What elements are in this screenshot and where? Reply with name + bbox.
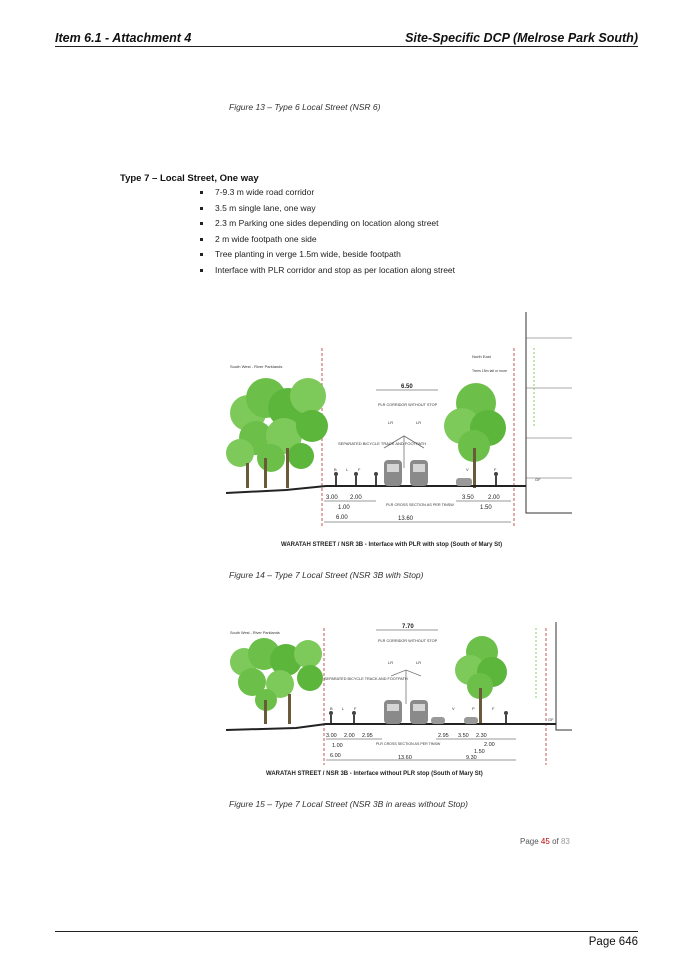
dimension-label: 1.50: [480, 505, 492, 511]
bullet-list: 7-9.3 m wide road corridor 3.5 m single …: [200, 185, 455, 279]
tram-icon: [384, 700, 402, 724]
building-outline: [555, 622, 572, 731]
separated-label: SEPARATED BICYCLE TRACK AND FOOTPATH: [338, 441, 426, 446]
plr-corridor-label: PLR CORRIDOR WITHOUT STOP: [378, 639, 438, 643]
lane-letter: F: [494, 467, 497, 472]
left-location-label: South West - River Parklands: [230, 364, 282, 369]
ground-floor-label: GF: [548, 717, 554, 722]
section-illustration: South West - River Parklands 7.70 PLR CO…: [226, 622, 572, 765]
total-width: 13.60: [398, 755, 412, 761]
separated-label: SEPARATED BICYCLE TRACK AND FOOTPATH: [324, 677, 408, 681]
lane-letter: F: [354, 706, 357, 711]
list-item: Tree planting in verge 1.5m wide, beside…: [200, 247, 455, 263]
dimension-label: 1.00: [332, 743, 343, 749]
lane-letter: V: [452, 706, 455, 711]
building-outline: [525, 312, 572, 514]
figure-14-caption: Figure 14 – Type 7 Local Street (NSR 3B …: [229, 570, 424, 580]
lane-letter: L: [346, 467, 349, 472]
left-location-label: South West - River Parklands: [230, 631, 280, 635]
dimension-label: 2.95: [438, 733, 449, 739]
diagram-title: WARATAH STREET / NSR 3B - Interface with…: [266, 771, 483, 777]
lane-letter: B: [330, 706, 333, 711]
plr-corridor-label: PLR CORRIDOR WITHOUT STOP: [378, 403, 438, 407]
car-icon: [464, 717, 478, 724]
ground-floor-label: GF: [535, 477, 541, 482]
lane-letter: V: [466, 467, 469, 472]
section-illustration: South West - River Parklands North East …: [226, 312, 572, 528]
tram-icon: [410, 700, 428, 724]
figure-13-caption: Figure 13 – Type 6 Local Street (NSR 6): [229, 102, 381, 112]
list-item: 3.5 m single lane, one way: [200, 201, 455, 217]
lane-letter: F: [492, 706, 495, 711]
total-width: 13.60: [398, 516, 414, 522]
trees-note: Trees 15m tall or more: [472, 369, 507, 373]
list-item: 2 m wide footpath one side: [200, 232, 455, 248]
lane-letter: P: [472, 706, 475, 711]
tram-icon: [384, 460, 402, 486]
inner-page-of: of: [552, 837, 559, 846]
footer-page-number: Page 646: [588, 936, 638, 948]
lane-letter: F: [358, 467, 361, 472]
dimension-label: 1.00: [338, 505, 350, 511]
street-section-diagram-without-stop: South West - River Parklands 7.70 PLR CO…: [226, 620, 572, 785]
dimension-label: 9.30: [466, 755, 477, 761]
footer-rule: [55, 931, 638, 932]
dimension-label: 6.00: [336, 515, 348, 521]
header-left: Item 6.1 - Attachment 4: [55, 31, 192, 45]
corridor-width: 7.70: [402, 624, 414, 630]
dimension-label: 3.50: [458, 733, 469, 739]
dimension-label: 2.00: [344, 733, 355, 739]
lane-label: LR: [388, 660, 393, 665]
car-icon: [456, 478, 472, 486]
list-item: 7-9.3 m wide road corridor: [200, 185, 455, 201]
tree-cluster-left: [226, 378, 328, 488]
header-right: Site-Specific DCP (Melrose Park South): [405, 31, 638, 45]
dimension-label: 6.00: [330, 753, 341, 759]
header-rule: [55, 46, 638, 47]
dimension-label: 3.00: [326, 495, 338, 501]
list-item: 2.3 m Parking one sides depending on loc…: [200, 216, 455, 232]
lane-label: LR: [416, 660, 421, 665]
diagram-title: WARATAH STREET / NSR 3B - Interface with…: [281, 542, 503, 548]
dimension-label: 3.00: [326, 733, 337, 739]
right-location-label: North East: [472, 354, 492, 359]
ground-line: [226, 485, 526, 494]
figure-15-caption: Figure 15 – Type 7 Local Street (NSR 3B …: [229, 799, 468, 809]
dimension-label: 2.95: [362, 733, 373, 739]
inner-page-prefix: Page: [520, 837, 539, 846]
dimension-label: 2.00: [488, 495, 500, 501]
dimension-label: 3.50: [462, 495, 474, 501]
inner-page-total: 83: [560, 837, 570, 846]
tree-cluster-left: [230, 638, 323, 724]
plr-section-label: PLR CROSS SECTION AS PER TfNSW: [386, 503, 454, 507]
tree-right: [444, 383, 506, 488]
car-icon: [431, 717, 445, 724]
tree-right: [455, 636, 507, 724]
street-section-diagram-with-stop: South West - River Parklands North East …: [226, 308, 572, 558]
inner-page-current: 45: [540, 837, 550, 846]
section-title: Type 7 – Local Street, One way: [120, 173, 259, 184]
lane-label: LR: [388, 420, 393, 425]
lane-letter: B: [334, 467, 337, 472]
tram-icon: [410, 460, 428, 486]
dimension-label: 1.50: [474, 749, 485, 755]
ground-line: [226, 723, 556, 731]
corridor-width: 6.50: [401, 384, 413, 390]
dimension-label: 2.00: [350, 495, 362, 501]
plr-section-label: PLR CROSS SECTION AS PER TfNSW: [376, 742, 441, 746]
inner-page-number: Page 45 of 83: [520, 837, 570, 846]
dimension-label: 2.30: [476, 733, 487, 739]
list-item: Interface with PLR corridor and stop as …: [200, 263, 455, 279]
lane-letter: L: [342, 706, 345, 711]
dimension-label: 2.00: [484, 742, 495, 748]
lane-label: LR: [416, 420, 421, 425]
